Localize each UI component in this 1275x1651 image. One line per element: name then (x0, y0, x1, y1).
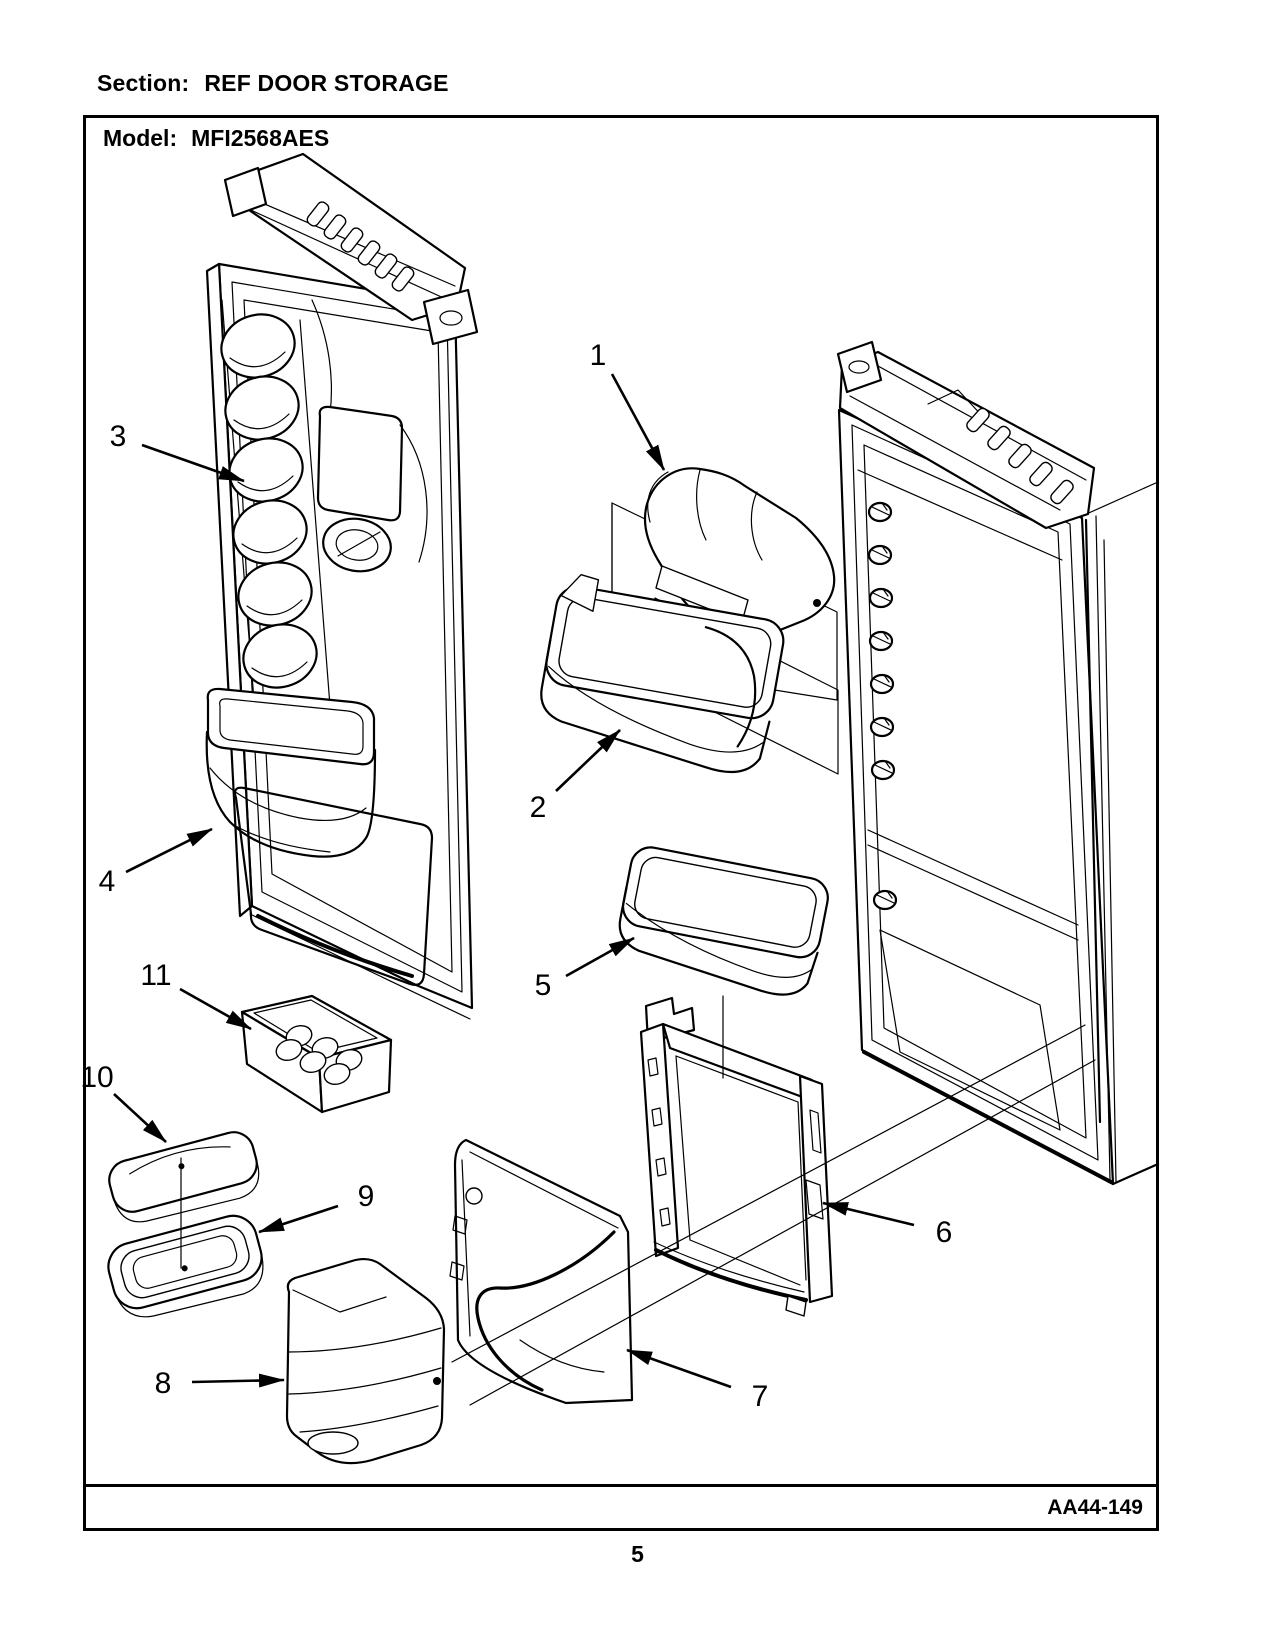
callout-1-arrow (610, 373, 666, 471)
callout-label-11: 11 (140, 959, 172, 992)
callout-10-arrow (113, 1093, 167, 1143)
callout-9-arrow (258, 1204, 339, 1234)
left-door-panel (205, 152, 479, 1020)
eggs (275, 1024, 363, 1086)
bottle-cup-rack (220, 299, 331, 707)
callout-arrows (113, 373, 915, 1389)
left-door-ice-comb (306, 201, 415, 292)
callout-label-4: 4 (98, 865, 116, 898)
page-number: 5 (631, 1541, 644, 1567)
callout-4-arrow (125, 827, 213, 874)
callout-2-arrow (555, 729, 621, 792)
callout-label-8: 8 (154, 1367, 172, 1400)
callout-5-arrow (565, 936, 635, 978)
dispenser-recess (311, 299, 428, 573)
callout-8-arrow (191, 1373, 285, 1388)
callout-label-7: 7 (751, 1380, 769, 1413)
callout-label-2: 2 (529, 791, 547, 824)
part-7-bin-cover (449, 1138, 634, 1405)
section-header: Section: REF DOOR STORAGE (97, 70, 449, 97)
part-9-tray (107, 1214, 264, 1318)
callout-label-6: 6 (935, 1216, 953, 1249)
callout-11-arrow (179, 987, 252, 1031)
callout-label-10: 10 (80, 1061, 114, 1094)
section-title: REF DOOR STORAGE (204, 70, 449, 96)
left-door-bin (205, 687, 377, 858)
door-lower-pocket (233, 786, 434, 986)
part-2-door-bin (540, 573, 785, 774)
callout-label-5: 5 (534, 969, 552, 1002)
callout-3-arrow (141, 443, 245, 483)
part-1-can-rack (643, 467, 836, 640)
callout-label-3: 3 (109, 420, 127, 453)
callout-label-9: 9 (357, 1180, 375, 1213)
callout-6-arrow (822, 1201, 915, 1227)
part-10-lid (108, 1131, 260, 1223)
section-label: Section: (97, 70, 190, 96)
part-6-bin-frame (639, 996, 834, 1317)
right-door-ice-comb (966, 407, 1074, 505)
part-5-small-bin (618, 846, 829, 996)
part-8-covered-bin (285, 1257, 446, 1465)
alignment-lines (180, 995, 1096, 1406)
part-11-egg-bin (240, 994, 393, 1114)
right-door-panel (836, 340, 1160, 1186)
callout-7-arrow (626, 1348, 732, 1389)
door-hook-clips (867, 501, 898, 911)
callout-label-1: 1 (589, 339, 607, 372)
